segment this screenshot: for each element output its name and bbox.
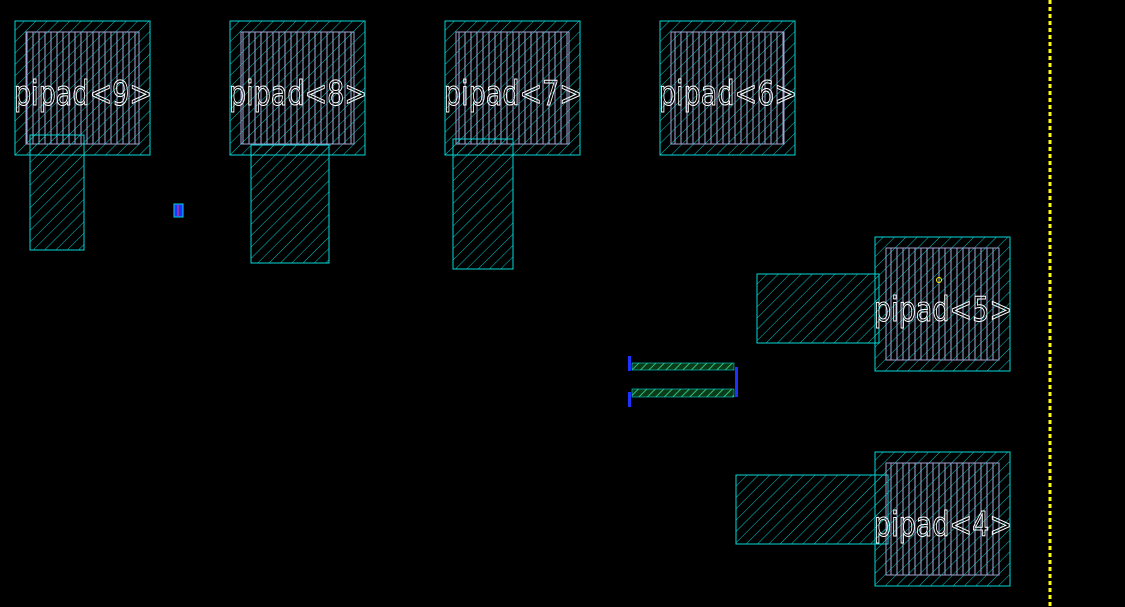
pad-5-connector[interactable] [756, 273, 880, 344]
pad-7-connector[interactable] [452, 138, 514, 270]
pad-7[interactable]: pipad<7> [444, 20, 583, 270]
pad-8-connector[interactable] [250, 144, 330, 264]
pad-label: pipad<8> [229, 74, 367, 114]
pad-label: pipad<4> [874, 505, 1012, 545]
resistor-device[interactable] [628, 356, 738, 407]
pad-9-connector[interactable] [29, 134, 85, 251]
pin-marker [735, 367, 738, 397]
origin-marker [936, 277, 942, 283]
pad-9[interactable]: pipad<9> [14, 20, 153, 251]
via-cell[interactable] [173, 203, 184, 218]
pad-4[interactable]: pipad<4> [735, 451, 1013, 587]
pad-label: pipad<7> [444, 74, 582, 114]
pad-4-connector[interactable] [735, 474, 889, 545]
pin-marker [628, 392, 631, 407]
pad-label: pipad<6> [659, 74, 797, 114]
pad-8[interactable]: pipad<8> [229, 20, 368, 264]
pin-marker [628, 356, 631, 371]
pad-label: pipad<5> [874, 290, 1012, 330]
pad-label: pipad<9> [14, 74, 152, 114]
pad-6[interactable]: pipad<6> [659, 20, 798, 156]
pad-5[interactable]: pipad<5> [756, 236, 1013, 372]
